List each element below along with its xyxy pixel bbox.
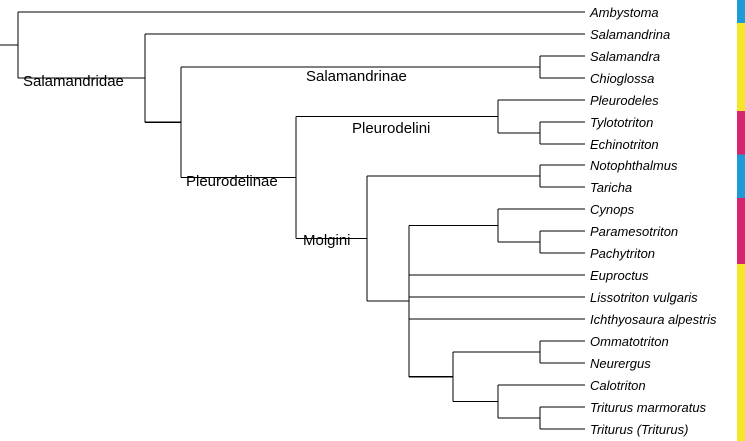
taxon-label-pleurodeles: Pleurodeles [590, 93, 659, 108]
taxon-label-cynops: Cynops [590, 202, 635, 217]
taxon-label-chioglossa: Chioglossa [590, 71, 654, 86]
taxon-label-ichthyosaura-alpestris: Ichthyosaura alpestris [590, 312, 717, 327]
taxon-label-salamandrina: Salamandrina [590, 27, 670, 42]
taxon-label-ambystoma: Ambystoma [589, 5, 659, 20]
taxon-label-echinotriton: Echinotriton [590, 137, 659, 152]
clade-label-pleurodelini: Pleurodelini [352, 120, 430, 137]
taxon-label-paramesotriton: Paramesotriton [590, 224, 678, 239]
taxon-label-taricha: Taricha [590, 180, 632, 195]
taxon-label-ommatotriton: Ommatotriton [590, 334, 669, 349]
taxon-labels: Ambystoma Salamandrina Salamandra Chiogl… [589, 5, 717, 437]
clade-label-pleurodelinae: Pleurodelinae [186, 173, 278, 190]
taxon-label-notophthalmus: Notophthalmus [590, 158, 678, 173]
color-bar-segment-1-yellow [737, 23, 745, 111]
clade-label-salamandrinae: Salamandrinae [306, 68, 407, 85]
color-bar-segment-2-magenta [737, 111, 745, 155]
taxon-label-triturus-triturus: Triturus (Triturus) [590, 422, 688, 437]
taxon-label-tylototriton: Tylototriton [590, 115, 653, 130]
taxon-label-calotriton: Calotriton [590, 378, 646, 393]
color-bar-segment-5-yellow [737, 264, 745, 441]
color-bar-segment-3-blue [737, 154, 745, 198]
taxon-label-pachytriton: Pachytriton [590, 246, 655, 261]
taxon-label-salamandra: Salamandra [590, 49, 660, 64]
taxon-label-lissotriton-vulgaris: Lissotriton vulgaris [590, 290, 698, 305]
taxon-label-euproctus: Euproctus [590, 268, 649, 283]
clade-label-salamandridae: Salamandridae [23, 73, 124, 90]
clade-label-molgini: Molgini [303, 232, 351, 249]
color-bar-segment-4-magenta [737, 198, 745, 264]
taxon-label-neurergus: Neurergus [590, 356, 651, 371]
taxon-label-triturus-marmoratus: Triturus marmoratus [590, 400, 707, 415]
habitat-color-bar [737, 0, 745, 441]
color-bar-segment-0-blue [737, 0, 745, 23]
tree-branches [0, 11, 585, 430]
clade-labels: Salamandridae Salamandrinae Pleurodelina… [23, 68, 430, 249]
